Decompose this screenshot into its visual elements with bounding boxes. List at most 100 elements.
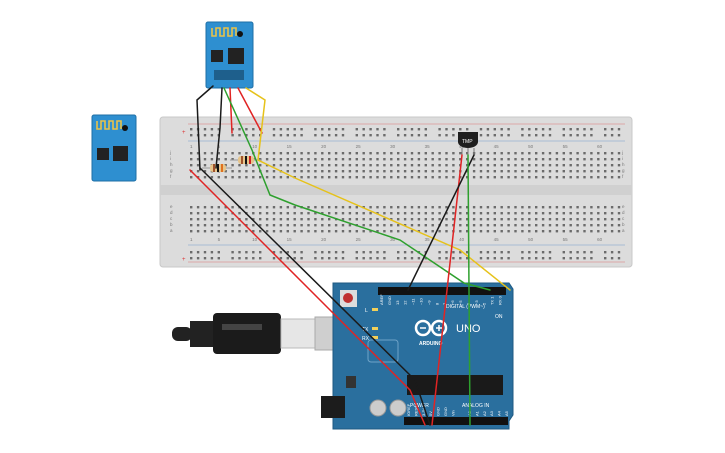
resistor-1[interactable] — [202, 164, 232, 172]
bb-column-number: 45 — [494, 237, 500, 242]
digital-pin-label: ~9 — [426, 300, 431, 305]
bb-row-letter: a — [170, 228, 173, 233]
bb-column-number: 40 — [459, 237, 465, 242]
bb-column-number: 60 — [597, 237, 603, 242]
bb-row-letter: e — [622, 204, 625, 209]
bb-column-number: 60 — [597, 144, 603, 149]
digital-pin-label: 2 — [482, 302, 487, 305]
digital-pin-label: ~6 — [450, 300, 455, 305]
wire-red-tmp-to-5v[interactable] — [431, 154, 463, 426]
power-pin-label: Vin — [450, 410, 455, 416]
bb-column-number: 20 — [321, 237, 327, 242]
arduino-brand-label: ARDUINO — [419, 341, 442, 347]
led-l-label: L — [365, 308, 368, 314]
bb-row-letter: c — [622, 216, 625, 221]
esp8266-module-left[interactable] — [91, 114, 137, 182]
wire-green-esp[interactable] — [223, 87, 491, 291]
wire-black-esp-left[interactable] — [196, 85, 214, 171]
bb-column-number: 35 — [425, 144, 431, 149]
wire-black-tmp-to-gnd[interactable] — [407, 154, 475, 291]
bb-row-letter: g — [622, 168, 625, 173]
bb-row-letter: b — [170, 222, 173, 227]
rail-plus-label-bottom: + — [182, 257, 186, 263]
arduino-model-label: UNO — [456, 323, 481, 335]
digital-pin-label: TX 1 — [490, 296, 495, 305]
bb-column-number: 15 — [287, 237, 293, 242]
digital-header — [378, 287, 506, 295]
wire-black-esp-to-bb[interactable] — [215, 87, 223, 169]
bb-row-letter: c — [170, 216, 173, 221]
bb-column-number: 35 — [425, 237, 431, 242]
digital-pin-label: RX 0 — [498, 295, 503, 305]
wire-red-esp-2[interactable] — [237, 87, 263, 134]
analog-pin-label: A1 — [474, 410, 479, 416]
arduino-uno-board[interactable]: UNO ARDUINO DIGITAL (PWM~) POWER ANALOG … — [321, 282, 514, 430]
analog-pin-label: A3 — [489, 410, 494, 416]
bb-row-letter: j — [621, 150, 623, 155]
bb-column-number: 10 — [252, 144, 258, 149]
bb-column-number: 30 — [390, 237, 396, 242]
power-pin-label: RESET — [413, 402, 418, 416]
digital-pin-label: GND — [387, 296, 392, 305]
analog-in-label: ANALOG IN — [462, 403, 490, 409]
digital-pin-label: ~5 — [458, 300, 463, 305]
usb-cable[interactable] — [172, 313, 334, 354]
bb-column-number: 25 — [356, 237, 362, 242]
reset-button[interactable] — [343, 293, 353, 303]
bb-row-letter: j — [169, 150, 171, 155]
digital-pin-label: ~11 — [411, 298, 416, 305]
bb-column-number: 30 — [390, 144, 396, 149]
antenna-trace-icon — [96, 120, 122, 130]
bb-row-letter: d — [170, 210, 173, 215]
power-label: POWER — [410, 403, 429, 409]
bb-row-letter: f — [170, 174, 172, 179]
bb-row-letter: i — [622, 156, 623, 161]
bb-column-number: 15 — [287, 144, 293, 149]
esp8266-module-top[interactable] — [205, 21, 254, 89]
digital-pin-label: 7 — [442, 302, 447, 305]
bb-column-number: 5 — [218, 237, 221, 242]
on-label: ON — [495, 314, 503, 320]
bb-column-number: 50 — [528, 144, 534, 149]
bb-row-letter: h — [170, 162, 173, 167]
temperature-sensor[interactable]: TMP — [458, 132, 478, 156]
antenna-trace-icon — [211, 27, 237, 37]
digital-pin-label: 13 — [395, 300, 400, 305]
power-pin-label: 3.3V — [421, 407, 426, 416]
temp-sensor-label: TMP — [462, 139, 473, 145]
power-pin-label: IOREF — [406, 403, 411, 416]
arduino-logo-icon — [414, 319, 448, 337]
power-pin-label: GND — [443, 407, 448, 416]
bb-column-number: 45 — [494, 144, 500, 149]
led-tx-label: TX — [362, 327, 369, 333]
digital-label: DIGITAL (PWM~) — [446, 304, 485, 310]
bb-row-letter: f — [622, 174, 624, 179]
bb-column-number: 1 — [190, 144, 193, 149]
bb-column-number: 5 — [218, 144, 221, 149]
bb-column-number: 55 — [563, 144, 569, 149]
wire-green-tmp-to-a0[interactable] — [467, 154, 471, 426]
wire-red-bb-to-arduino[interactable] — [189, 169, 426, 426]
bb-row-letter: b — [622, 222, 625, 227]
bb-column-number: 55 — [563, 237, 569, 242]
analog-pin-label: A5 — [504, 410, 509, 416]
power-pin-label: 5V — [428, 411, 433, 416]
power-analog-header — [404, 417, 508, 425]
bb-column-number: 10 — [252, 237, 258, 242]
bb-column-number: 50 — [528, 237, 534, 242]
digital-pin-label: 12 — [403, 300, 408, 305]
bb-row-letter: e — [170, 204, 173, 209]
digital-pin-label: 8 — [434, 302, 439, 305]
bb-column-number: 1 — [190, 237, 193, 242]
wires — [189, 85, 511, 426]
power-pin-label: GND — [436, 407, 441, 416]
wire-red-esp[interactable] — [229, 87, 233, 134]
digital-pin-label: ~3 — [474, 300, 479, 305]
bb-column-number: 25 — [356, 144, 362, 149]
wire-black-bb-to-arduino[interactable] — [199, 167, 431, 426]
